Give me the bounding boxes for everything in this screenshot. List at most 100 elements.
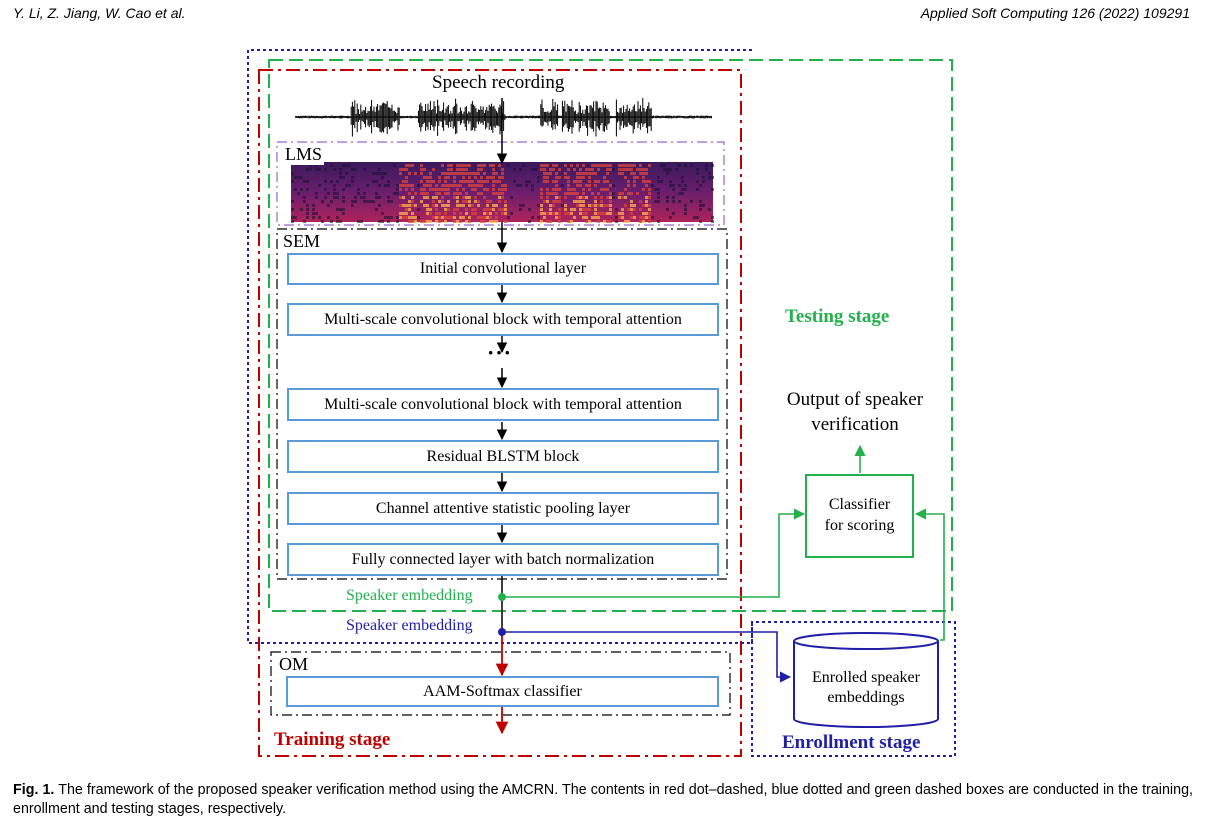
spectrogram-cell <box>447 168 450 171</box>
spectrogram-cell <box>474 200 477 203</box>
spectrogram-cell <box>501 212 504 215</box>
spectrogram-cell <box>597 212 600 215</box>
spectrogram-cell <box>666 172 669 175</box>
spectrogram-cell <box>609 164 612 167</box>
spectrogram-cell <box>540 208 543 211</box>
spectrogram-cell <box>492 176 495 179</box>
spectrogram-cell <box>609 184 612 187</box>
spectrogram-cell <box>492 192 495 195</box>
spectrogram-cell <box>558 176 561 179</box>
spectrogram-cell <box>459 220 462 223</box>
spectrogram-cell <box>477 192 480 195</box>
spectrogram-cell <box>420 180 423 183</box>
spectrogram-cell <box>486 200 489 203</box>
spectrogram-cell <box>306 168 309 171</box>
spectrogram-cell <box>696 188 699 191</box>
spectrogram-cell <box>426 220 429 223</box>
spectrogram-cell <box>456 192 459 195</box>
spectrogram-cell <box>492 220 495 223</box>
spectrogram-cell <box>444 188 447 191</box>
spectrogram-cell <box>375 192 378 195</box>
spectrogram-cell <box>459 184 462 187</box>
spectrogram-cell <box>591 204 594 207</box>
spectrogram-cell <box>405 164 408 167</box>
spectrogram-cell <box>642 168 645 171</box>
spectrogram-cell <box>585 216 588 219</box>
spectrogram-cell <box>303 196 306 199</box>
spectrogram-cell <box>504 200 507 203</box>
spectrogram-cell <box>489 220 492 223</box>
spectrogram-cell <box>489 212 492 215</box>
spectrogram-cell <box>432 204 435 207</box>
spectrogram-cell <box>333 184 336 187</box>
spectrogram-cell <box>312 216 315 219</box>
spectrogram-cell <box>624 204 627 207</box>
spectrogram-cell <box>477 216 480 219</box>
spectrogram-cell <box>381 212 384 215</box>
spectrogram-cell <box>462 200 465 203</box>
spectrogram-cell <box>393 164 396 167</box>
spectrogram-cell <box>558 188 561 191</box>
spectrogram-cell <box>339 220 342 223</box>
spectrogram-cell <box>306 208 309 211</box>
spectrogram-cell <box>375 180 378 183</box>
spectrogram-cell <box>441 196 444 199</box>
spectrogram-cell <box>600 188 603 191</box>
spectrogram-cell <box>585 196 588 199</box>
spectrogram-cell <box>564 204 567 207</box>
spectrogram-cell <box>414 220 417 223</box>
spectrogram-cell <box>513 180 516 183</box>
spectrogram-cell <box>699 208 702 211</box>
classifier-box <box>805 474 914 558</box>
spectrogram-cell <box>414 192 417 195</box>
spectrogram-cell <box>705 168 708 171</box>
spectrogram-cell <box>588 204 591 207</box>
spectrogram-cell <box>291 220 294 223</box>
spectrogram-cell <box>411 164 414 167</box>
spectrogram-cell <box>555 200 558 203</box>
spectrogram-cell <box>462 204 465 207</box>
spectrogram-cell <box>495 172 498 175</box>
spectrogram-cell <box>525 184 528 187</box>
spectrogram-cell <box>669 216 672 219</box>
enrollment-stage-label: Enrollment stage <box>782 732 921 753</box>
spectrogram-cell <box>621 164 624 167</box>
spectrogram-cell <box>501 196 504 199</box>
spectrogram-cell <box>303 180 306 183</box>
spectrogram-cell <box>408 208 411 211</box>
spectrogram-cell <box>552 180 555 183</box>
spectrogram-cell <box>639 208 642 211</box>
spectrogram-cell <box>411 188 414 191</box>
spectrogram-cell <box>561 204 564 207</box>
spectrogram-cell <box>630 200 633 203</box>
spectrogram-cell <box>468 184 471 187</box>
spectrogram-cell <box>606 164 609 167</box>
spectrogram-cell <box>573 208 576 211</box>
spectrogram-cell <box>465 200 468 203</box>
spectrogram-cell <box>405 168 408 171</box>
spectrogram-cell <box>615 220 618 223</box>
spectrogram-cell <box>666 168 669 171</box>
spectrogram-cell <box>609 200 612 203</box>
spectrogram-cell <box>630 204 633 207</box>
spectrogram-cell <box>555 196 558 199</box>
spectrogram-cell <box>447 164 450 167</box>
spectrogram-cell <box>444 184 447 187</box>
spectrogram-cell <box>549 172 552 175</box>
spectrogram-cell <box>438 176 441 179</box>
spectrogram-cell <box>672 196 675 199</box>
testing-stage-label: Testing stage <box>785 306 890 327</box>
spectrogram-cell <box>627 184 630 187</box>
spectrogram-cell <box>630 192 633 195</box>
spectrogram-cell <box>423 196 426 199</box>
spectrogram-cell <box>426 192 429 195</box>
spectrogram-cell <box>402 168 405 171</box>
spectrogram-cell <box>567 184 570 187</box>
spectrogram-cell <box>507 164 510 167</box>
spectrogram-cell <box>462 196 465 199</box>
spectrogram-cell <box>375 172 378 175</box>
spectrogram-cell <box>621 192 624 195</box>
spectrogram-cell <box>609 208 612 211</box>
spectrogram-cell <box>381 220 384 223</box>
spectrogram-cell <box>600 204 603 207</box>
